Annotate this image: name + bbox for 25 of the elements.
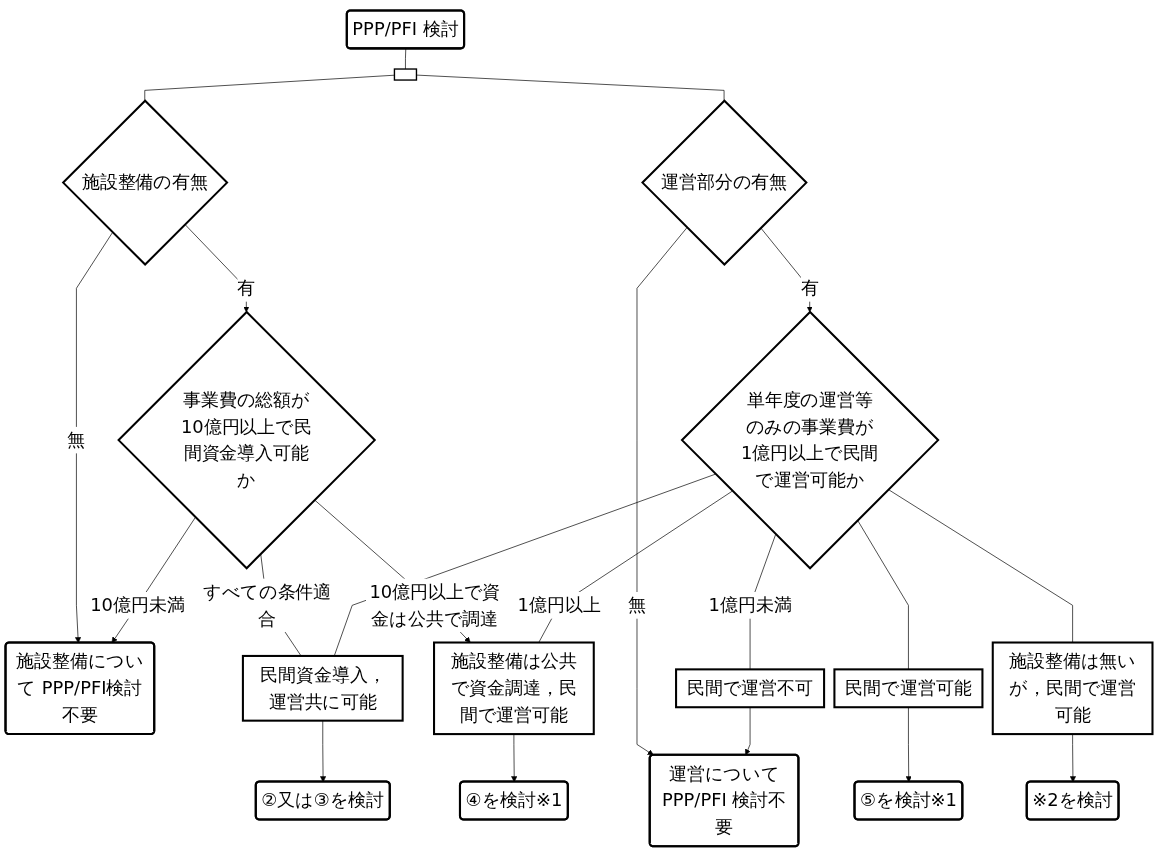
edge-label: すべての条件適合	[203, 581, 332, 629]
connector	[405, 48, 407, 70]
edge-label: 1億円以上	[517, 594, 601, 616]
connector	[538, 490, 733, 643]
node-diamond: 単年度の運営等のみの事業費が1億円以上で民間で運営可能か	[680, 310, 940, 570]
node-diamond: 施設整備の有無	[61, 99, 229, 267]
node-box: 民間で運営可能	[833, 668, 984, 709]
node-diamond: 運営部分の有無	[641, 99, 808, 267]
edge-label: 無	[67, 429, 86, 451]
connector	[888, 489, 1073, 643]
node-box: 施設整備は公共で資金調達，民間で運営可能	[433, 641, 595, 736]
node-box: 民間で運営不可	[675, 668, 826, 709]
edge-label: 10億円以上で資金は公共で調達	[369, 581, 501, 629]
connector	[857, 520, 909, 670]
edge-label: 有	[237, 277, 256, 299]
node-bar	[393, 68, 418, 81]
node-box: 施設整備は無いが，民間で運営可能	[991, 641, 1154, 736]
edge-label: 1億円未満	[708, 594, 792, 616]
node-box: 民間資金導入，運営共に可能	[241, 655, 404, 722]
edge-label: 10億円未満	[90, 594, 185, 616]
edge-label: 有	[800, 277, 819, 299]
node-diamond: 事業費の総額が10億円以上で民間資金導入可能か	[117, 310, 377, 570]
edge-label: 無	[628, 594, 646, 616]
connector	[144, 74, 395, 102]
connector	[416, 74, 725, 102]
